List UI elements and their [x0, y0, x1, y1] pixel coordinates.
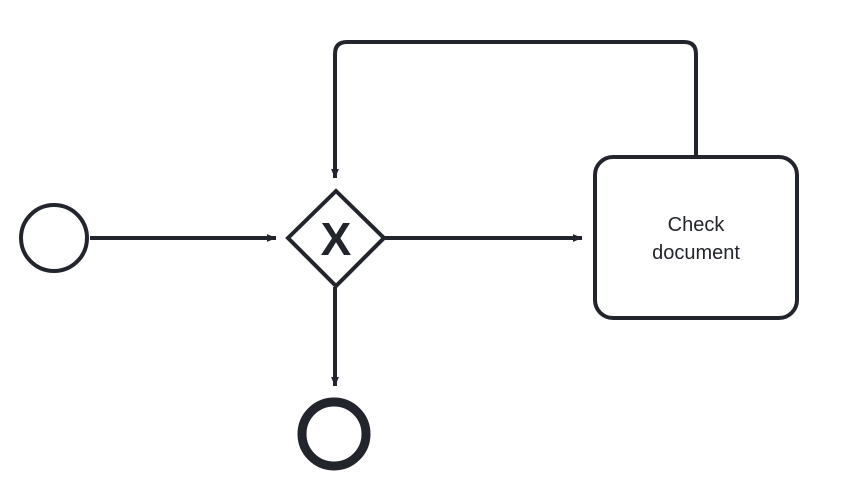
- end-event-circle: [297, 397, 371, 471]
- task-check-document-node[interactable]: Check document: [593, 155, 799, 320]
- start-event-node[interactable]: [19, 203, 89, 273]
- exclusive-gateway-node[interactable]: X: [285, 188, 387, 289]
- exclusive-gateway-diamond: [285, 188, 387, 289]
- start-event-circle: [19, 203, 89, 273]
- sequence-flow-task-to-gateway-loop[interactable]: [331, 40, 698, 179]
- exclusive-gateway-x-icon: X: [321, 213, 352, 265]
- task-label-line-2: document: [652, 242, 740, 264]
- sequence-flow-line: [331, 40, 698, 179]
- task-label-line-1: Check: [668, 214, 726, 236]
- end-event-node[interactable]: [297, 397, 371, 471]
- task-rounded-rectangle: [593, 155, 799, 320]
